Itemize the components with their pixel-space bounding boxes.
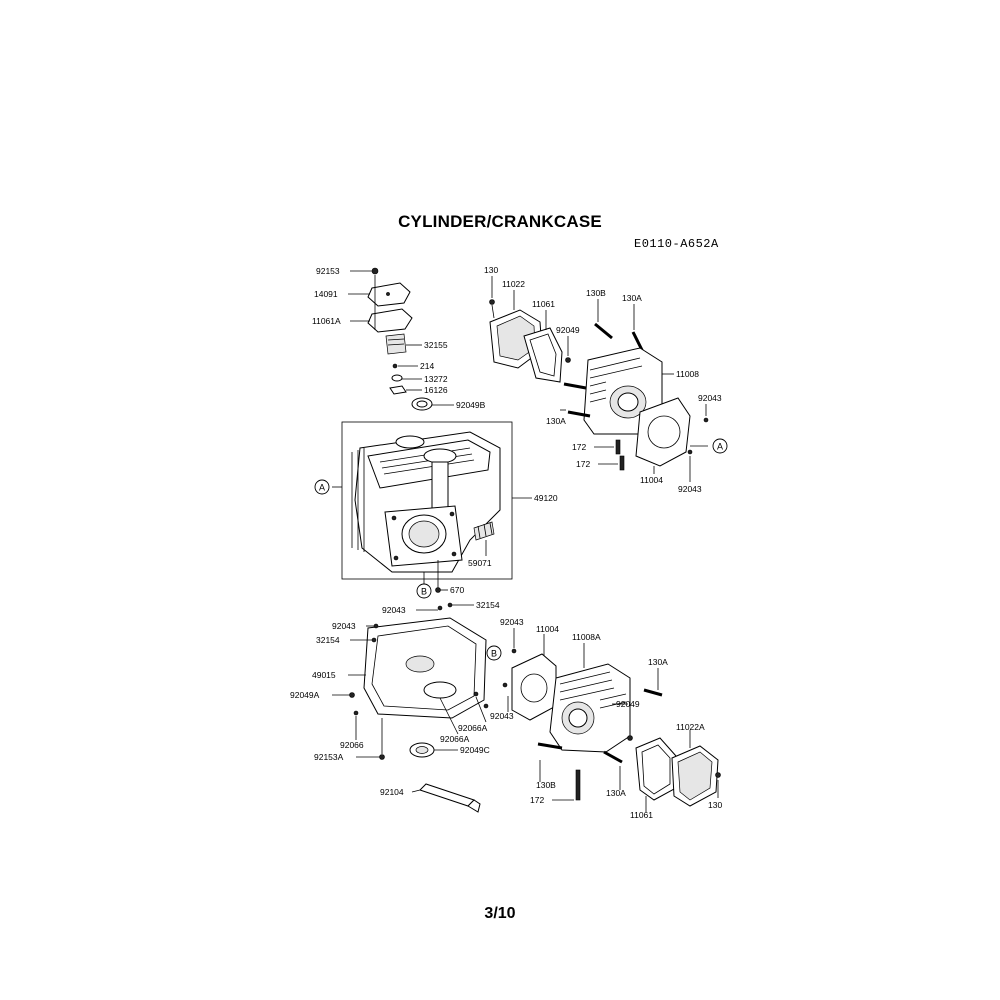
pin-92043 <box>703 417 709 423</box>
part-label: 92153A <box>314 752 344 762</box>
part-label: 130B <box>536 780 556 790</box>
plug-32154-b <box>371 637 377 643</box>
callout-A-left <box>314 479 330 495</box>
crankcase-49120 <box>341 421 513 593</box>
part-label: 92049 <box>556 325 580 335</box>
bolt-92066A <box>473 691 479 697</box>
callout-A-right <box>712 438 728 454</box>
part-label: 92049A <box>290 690 320 700</box>
part-label: 92049B <box>456 400 486 410</box>
cylinder-head-lower <box>502 648 721 807</box>
plug-32154 <box>447 602 453 608</box>
part-label: 130B <box>586 288 606 298</box>
callouts: A A B B <box>314 438 728 661</box>
part-label: 11061 <box>532 299 555 309</box>
part-label: 11008 <box>676 369 699 379</box>
part-label: 92043 <box>698 393 722 403</box>
sealant-tube-92104 <box>419 783 475 807</box>
stud-172-c <box>575 769 581 801</box>
part-label: 92043 <box>382 605 406 615</box>
bolt-92153 <box>371 267 379 275</box>
part-label: 172 <box>530 795 544 805</box>
part-label: 92066A <box>440 734 470 744</box>
part-label: 92066A <box>458 723 488 733</box>
o-ring-92049 <box>565 357 571 363</box>
part-label: 172 <box>572 442 586 452</box>
part-label: 49015 <box>312 670 336 680</box>
part-label: 32154 <box>316 635 340 645</box>
diagram-title: CYLINDER/CRANKCASE <box>398 212 602 231</box>
filter-59071 <box>473 521 495 541</box>
part-label: 49120 <box>534 493 558 503</box>
diagram-code: E0110-A652A <box>634 237 719 251</box>
callout-B-lower <box>416 583 432 599</box>
pin-92043-e <box>511 648 517 654</box>
part-label: 130A <box>622 293 642 303</box>
pin-92043-b <box>687 449 693 455</box>
plate-16126 <box>389 385 407 395</box>
callout-letter: B <box>491 649 497 659</box>
part-label: 92049C <box>460 745 490 755</box>
gasket-11004 <box>635 397 691 467</box>
part-label: 32154 <box>476 600 500 610</box>
part-label: 92043 <box>490 711 514 721</box>
stud-172-b <box>619 455 625 471</box>
gasket-11004-b <box>511 653 557 721</box>
part-label: 14091 <box>314 289 338 299</box>
part-label: 13272 <box>424 374 448 384</box>
callout-letter: A <box>717 442 723 452</box>
crankcase-cover-49015 <box>349 602 489 813</box>
part-label: 11022A <box>676 722 705 732</box>
crankcase-bracket <box>341 421 513 580</box>
part-label: 92043 <box>500 617 524 627</box>
part-label: 11004 <box>536 624 559 634</box>
part-label: 92066 <box>340 740 364 750</box>
plate-13272 <box>391 374 403 382</box>
part-label: 670 <box>450 585 464 595</box>
part-label: 59071 <box>468 558 492 568</box>
part-label: 92043 <box>332 621 356 631</box>
callout-B-right <box>486 645 502 661</box>
part-label: 92049 <box>616 699 640 709</box>
bolt-92066 <box>353 710 359 716</box>
screw-214 <box>392 363 398 369</box>
part-label: 11022 <box>502 279 525 289</box>
pin-92043-d <box>373 623 379 629</box>
o-ring-92049-b <box>627 735 633 741</box>
part-label: 11008A <box>572 632 601 642</box>
part-label: 130A <box>606 788 626 798</box>
part-label: 130A <box>546 416 566 426</box>
plug-670 <box>435 587 441 593</box>
breather-parts <box>367 267 433 411</box>
part-label: 16126 <box>424 385 448 395</box>
callout-letter: A <box>319 483 325 493</box>
part-label: 172 <box>576 459 590 469</box>
pin-92043-c <box>437 605 443 611</box>
part-label: 11061 <box>630 810 653 820</box>
part-label: 130 <box>708 800 722 810</box>
bolt-130 <box>489 299 495 305</box>
part-labels: 92153 14091 11061A 32155 214 13272 16126… <box>290 265 722 820</box>
part-label: 92153 <box>316 266 340 276</box>
page-number: 3/10 <box>484 905 516 922</box>
part-label: 11004 <box>640 475 663 485</box>
leader-lines <box>332 270 719 812</box>
part-label: 130A <box>648 657 668 667</box>
callout-letter: B <box>421 587 427 597</box>
part-label: 92043 <box>678 484 702 494</box>
part-label: 92104 <box>380 787 404 797</box>
stud-172 <box>615 439 621 455</box>
bolt-130-b <box>715 772 721 778</box>
seal-92049A <box>349 692 355 698</box>
part-label: 130 <box>484 265 498 275</box>
bolt-92153A <box>379 754 385 760</box>
part-label: 11061A <box>312 316 341 326</box>
cylinder-head-upper <box>489 299 709 471</box>
part-label: 214 <box>420 361 434 371</box>
gasket-11061A <box>367 308 413 333</box>
part-label: 32155 <box>424 340 448 350</box>
